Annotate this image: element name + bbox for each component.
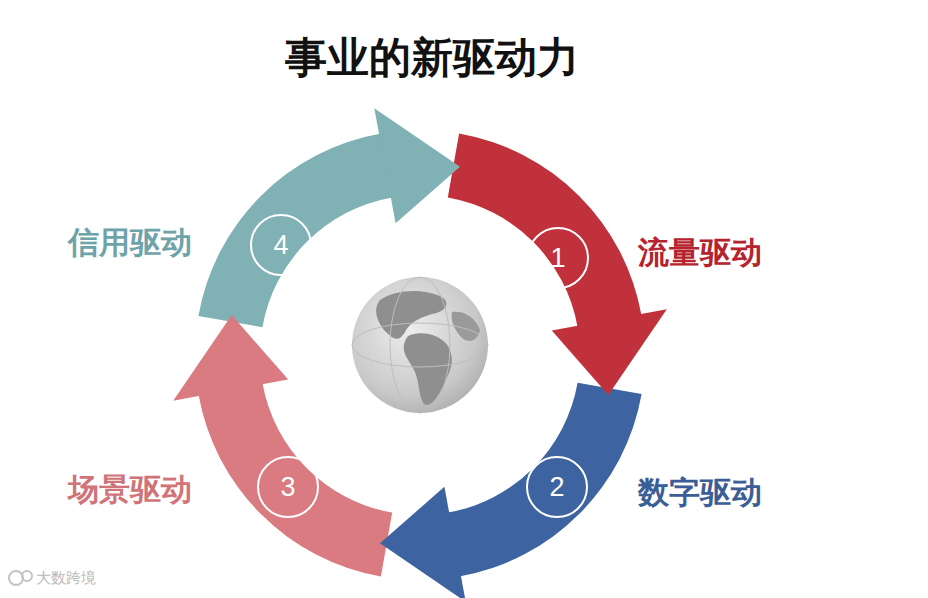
- callout-number: 3: [259, 472, 317, 503]
- driver-label: 场景驱动: [68, 469, 192, 511]
- callout-number: 1: [529, 243, 587, 274]
- arrow-head: [380, 487, 466, 598]
- arrow-body: [198, 133, 392, 327]
- callout-number: 4: [252, 230, 310, 261]
- driver-label: 信用驱动: [68, 222, 192, 264]
- arrow-head: [173, 315, 288, 401]
- diagram-title: 事业的新驱动力: [285, 30, 579, 86]
- callout-number: 2: [528, 472, 586, 503]
- number-circle: 2数字驱动: [526, 456, 588, 518]
- watermark-logo: [9, 571, 32, 585]
- arrow-head: [374, 108, 460, 223]
- arrow-body: [448, 383, 642, 577]
- watermark: 大数跨境: [36, 569, 96, 588]
- number-circle: 4信用驱动: [250, 214, 312, 276]
- arrow-body: [198, 383, 392, 577]
- arrow-head: [552, 309, 667, 395]
- number-circle: 1流量驱动: [527, 227, 589, 289]
- arrow-body: [448, 133, 642, 327]
- number-circle: 3场景驱动: [257, 456, 319, 518]
- driver-label: 数字驱动: [638, 472, 762, 514]
- ring-arrows: [173, 108, 667, 598]
- globe-icon: [352, 277, 488, 413]
- driver-label: 流量驱动: [638, 232, 762, 274]
